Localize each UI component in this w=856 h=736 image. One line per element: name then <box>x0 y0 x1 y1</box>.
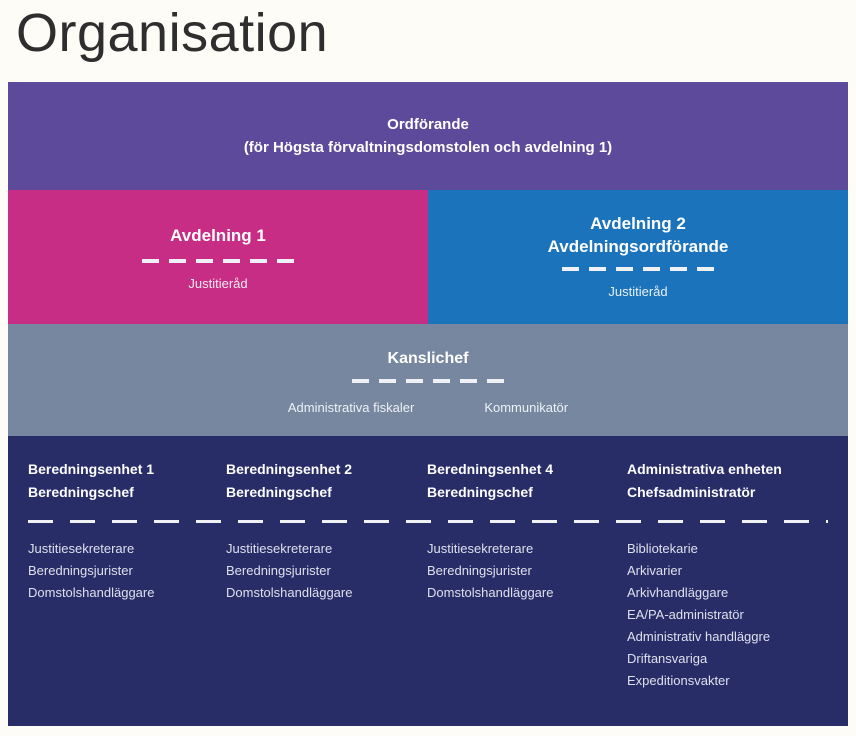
division-2-staff: Justitieråd <box>608 284 668 300</box>
org-chart: Ordförande (för Högsta förvaltningsdomst… <box>8 82 848 727</box>
unit-head: Beredningschef <box>427 484 533 501</box>
division-1-block: Avdelning 1 Justitieråd <box>8 190 428 325</box>
unit-head: Beredningschef <box>28 484 134 501</box>
dashed-divider <box>142 259 294 264</box>
chairman-title: Ordförande <box>387 116 469 134</box>
division-2-title-line2: Avdelningsordförande <box>547 237 729 257</box>
division-1-title: Avdelning 1 <box>170 226 266 246</box>
staff-item: Administrativ handläggre <box>627 629 771 645</box>
unit-column-header: Beredningsenhet 4 Beredningschef <box>427 458 627 504</box>
division-2-title: Avdelning 2 Avdelningsordförande <box>548 212 729 258</box>
chairman-block: Ordförande (för Högsta förvaltningsdomst… <box>8 82 848 191</box>
unit-headers-row: Beredningsenhet 1 Beredningschef Beredni… <box>28 458 828 504</box>
unit-staff-list: Justitiesekreterare Beredningsjurister D… <box>226 538 427 692</box>
chairman-subtitle: (för Högsta förvaltningsdomstolen och av… <box>243 139 613 157</box>
staff-item: Beredningsjurister <box>226 563 331 579</box>
staff-item: Beredningsjurister <box>427 563 532 579</box>
unit-name: Beredningsenhet 1 <box>28 461 155 478</box>
staff-item: Domstolshandläggare <box>28 585 155 601</box>
staff-item: Bibliotekarie <box>627 541 698 557</box>
staff-item: Arkivarier <box>627 563 682 579</box>
units-block: Beredningsenhet 1 Beredningschef Beredni… <box>8 436 848 727</box>
division-1-staff: Justitieråd <box>188 276 248 292</box>
staff-item: Beredningsjurister <box>28 563 133 579</box>
staff-item: Arkivhandläggare <box>627 585 729 601</box>
kanslichef-title: Kanslichef <box>387 350 469 368</box>
kanslichef-staff-kommunikator: Kommunikatör <box>484 400 569 416</box>
division-2-block: Avdelning 2 Avdelningsordförande Justiti… <box>428 190 848 325</box>
division-2-title-line1: Avdelning 2 <box>590 214 686 234</box>
divisions-row: Avdelning 1 Justitieråd Avdelning 2 Avde… <box>8 190 848 325</box>
unit-staff-list: Justitiesekreterare Beredningsjurister D… <box>427 538 627 692</box>
unit-name: Beredningsenhet 4 <box>427 461 554 478</box>
staff-item: Expeditionsvakter <box>627 673 730 689</box>
unit-column-header: Administrativa enheten Chefsadministratö… <box>627 458 828 504</box>
unit-head: Beredningschef <box>226 484 332 501</box>
unit-name: Beredningsenhet 2 <box>226 461 353 478</box>
unit-staff-row: Justitiesekreterare Beredningsjurister D… <box>28 538 828 692</box>
unit-staff-list: Justitiesekreterare Beredningsjurister D… <box>28 538 226 692</box>
staff-item: EA/PA-administratör <box>627 607 744 623</box>
kanslichef-staff-administrativa-fiskaler: Administrativa fiskaler <box>287 400 415 416</box>
unit-column-header: Beredningsenhet 2 Beredningschef <box>226 458 427 504</box>
unit-name: Administrativa enheten <box>627 461 782 478</box>
unit-head: Chefsadministratör <box>627 484 756 501</box>
staff-item: Domstolshandläggare <box>427 585 554 601</box>
staff-item: Justitiesekreterare <box>226 541 333 557</box>
dashed-divider <box>28 520 828 524</box>
kanslichef-staff: Administrativa fiskaler Kommunikatör <box>288 400 568 415</box>
dashed-divider <box>562 267 714 272</box>
page-title: Organisation <box>16 3 329 63</box>
dashed-divider <box>352 379 504 384</box>
kanslichef-block: Kanslichef Administrativa fiskaler Kommu… <box>8 324 848 437</box>
unit-column-header: Beredningsenhet 1 Beredningschef <box>28 458 226 504</box>
staff-item: Justitiesekreterare <box>28 541 135 557</box>
staff-item: Justitiesekreterare <box>427 541 534 557</box>
unit-staff-list: Bibliotekarie Arkivarier Arkivhandläggar… <box>627 538 828 692</box>
staff-item: Domstolshandläggare <box>226 585 353 601</box>
staff-item: Driftansvariga <box>627 651 708 667</box>
